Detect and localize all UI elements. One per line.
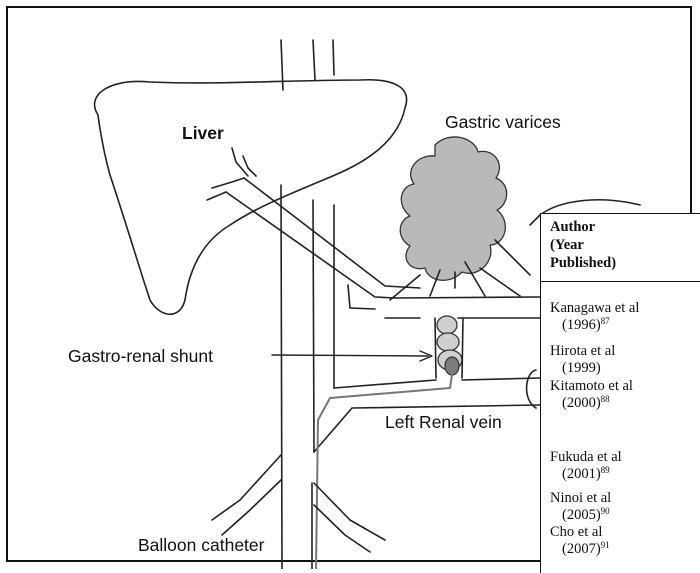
portal-vein-branch (207, 148, 256, 200)
table-row: Kitamoto et al (2000)88 (550, 378, 633, 411)
row-year: (1999) (562, 360, 601, 376)
header-line-3: Published) (550, 254, 700, 272)
row-year: (2001) (562, 466, 601, 482)
row-author: Cho et al (550, 524, 602, 540)
row-year: (1996) (562, 317, 601, 333)
row-author: Ninoi et al (550, 490, 611, 506)
table-row: Kanagawa et al (1996)87 (550, 300, 639, 333)
left-renal-vein-upper (334, 378, 540, 388)
gastric-varices-label: Gastric varices (445, 112, 561, 133)
table-row: Cho et al (2007)91 (550, 524, 610, 557)
iliac-branch-right (314, 483, 385, 552)
row-year: (2005) (562, 507, 601, 523)
row-ref: 88 (601, 394, 610, 404)
left-renal-vein-label: Left Renal vein (385, 412, 502, 433)
aorta-left-wall (333, 40, 334, 388)
balloon (445, 357, 459, 375)
row-year: (2000) (562, 395, 601, 411)
row-year: (2007) (562, 541, 601, 557)
ivc-left-wall (281, 40, 283, 569)
table-row: Ninoi et al (2005)90 (550, 490, 611, 523)
header-line-1: Author (550, 218, 700, 236)
shunt-arrow-line (272, 355, 428, 356)
table-row: Hirota et al (1999) (550, 343, 615, 376)
short-vertical (348, 285, 375, 309)
row-ref: 90 (601, 506, 610, 516)
horizontal-vein-upper (395, 297, 540, 298)
reference-table: Author (Year Published) Kanagawa et al (… (540, 213, 700, 573)
table-row: Fukuda et al (2001)89 (550, 449, 622, 482)
splenic-vein-lower (244, 178, 420, 288)
iliac-branch-left (212, 455, 281, 535)
row-author: Hirota et al (550, 343, 615, 359)
liver-outline (95, 80, 407, 315)
balloon-catheter-label: Balloon catheter (138, 535, 264, 556)
row-ref: 89 (601, 465, 610, 475)
liver-label: Liver (182, 123, 224, 144)
row-author: Kitamoto et al (550, 378, 633, 394)
gastric-varices (400, 137, 506, 280)
header-line-2: (Year (550, 236, 700, 254)
gastro-renal-shunt-label: Gastro-renal shunt (68, 346, 213, 367)
row-ref: 91 (601, 540, 610, 550)
splenic-vein-upper (226, 192, 395, 298)
row-author: Kanagawa et al (550, 300, 639, 316)
table-header: Author (Year Published) (541, 214, 700, 282)
renal-vein-kidney (527, 370, 536, 408)
row-ref: 87 (601, 316, 610, 326)
row-author: Fukuda et al (550, 449, 622, 465)
ivc-right-wall (312, 40, 315, 569)
